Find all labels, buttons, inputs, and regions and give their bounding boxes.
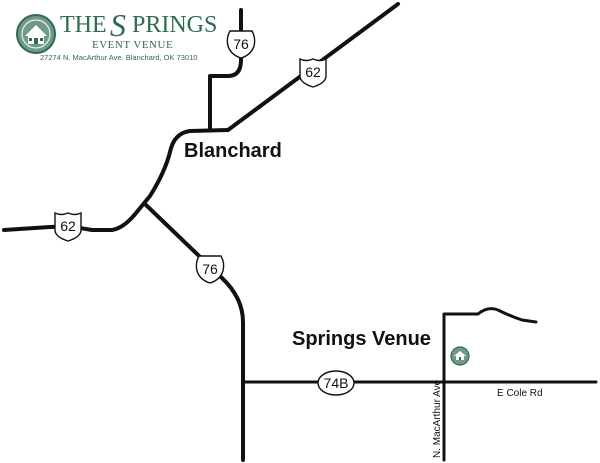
svg-text:62: 62: [60, 218, 76, 234]
route-shield-76-south: 76: [195, 255, 225, 284]
svg-text:76: 76: [233, 36, 249, 52]
road-macarthur: [442, 307, 538, 462]
road-label-macarthur: N. MacArthur Ave: [432, 379, 443, 458]
route-shield-76-north: 76: [226, 30, 256, 59]
route-shield-62-west: 62: [54, 211, 82, 242]
route-shield-74b: 74B: [317, 370, 355, 396]
logo-tagline: EVENT VENUE: [92, 39, 173, 51]
brand-logo: THE S PRINGS EVENT VENUE 27274 N. MacArt…: [16, 7, 217, 62]
svg-text:74B: 74B: [324, 375, 349, 391]
venue-logo-icon: [450, 346, 470, 366]
city-label-blanchard: Blanchard: [184, 140, 282, 162]
road-76-south: [144, 203, 245, 462]
logo-brand-the: THE: [60, 12, 107, 38]
svg-text:62: 62: [305, 64, 321, 80]
road-76-north: [208, 8, 243, 132]
logo-brand-springs: PRINGS: [132, 12, 217, 38]
logo-brand-s: S: [110, 7, 126, 43]
svg-text:76: 76: [202, 261, 218, 277]
logo-emblem-icon: [16, 14, 56, 54]
route-shield-62-north: 62: [299, 57, 327, 88]
logo-address: 27274 N. MacArthur Ave. Blanchard, OK 73…: [40, 53, 197, 62]
road-label-cole: E Cole Rd: [497, 388, 543, 399]
venue-label: Springs Venue: [292, 328, 431, 350]
